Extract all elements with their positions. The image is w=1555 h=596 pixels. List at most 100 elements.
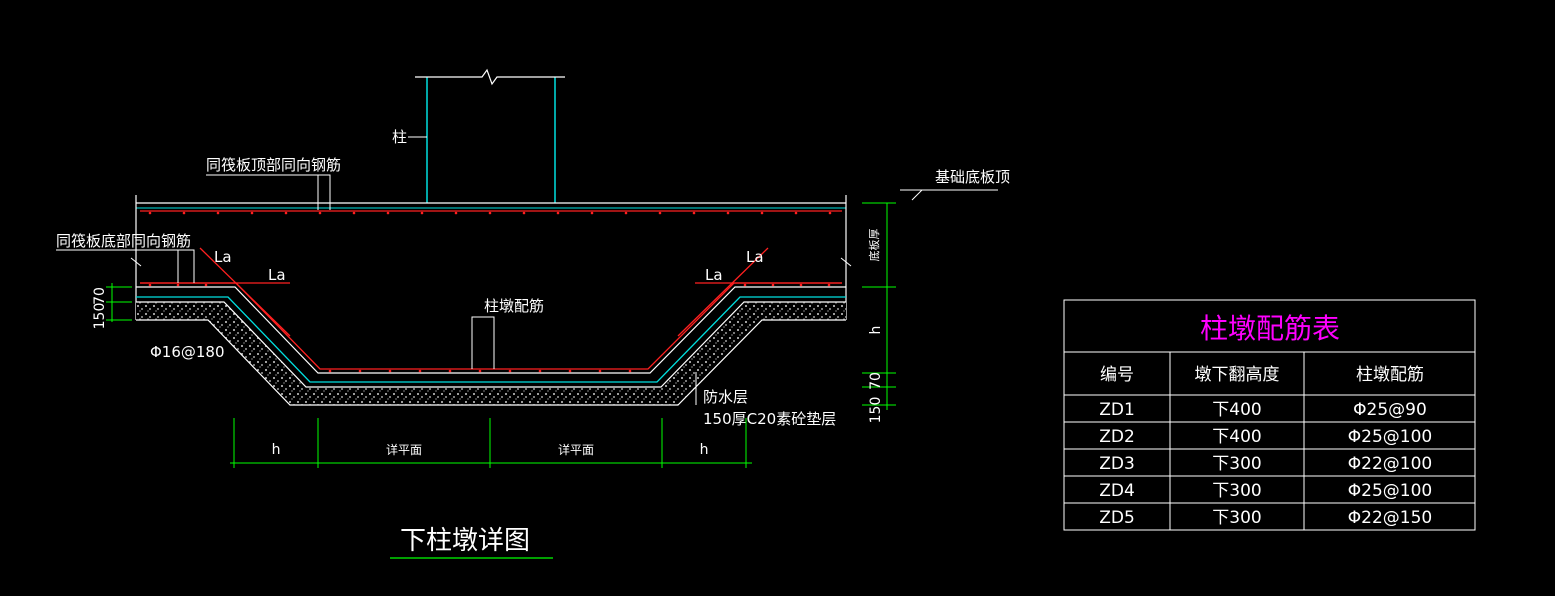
rebar-dot: [148, 283, 152, 287]
rebar-dot: [182, 211, 186, 215]
top-rebar-label: 同筏板顶部同向钢筋: [206, 156, 341, 174]
rebar-dot: [176, 283, 180, 287]
table-cell: 下300: [1212, 481, 1261, 501]
left-dimension: [106, 283, 132, 322]
table-cell: ZD4: [1099, 481, 1135, 501]
rebar-dot: [250, 211, 254, 215]
rebar-dot: [508, 369, 512, 373]
la-right-2: La: [746, 248, 764, 266]
table-cell: ZD2: [1099, 427, 1135, 447]
table-row: ZD5 下300 Φ22@150: [1099, 508, 1432, 528]
rebar-dot: [388, 369, 392, 373]
pit-outline-bottom: [136, 319, 846, 406]
rebar-dot: [420, 211, 424, 215]
la-right-1: La: [705, 266, 723, 284]
slab-outline: [130, 195, 852, 320]
pit-slab-bottom: [136, 286, 846, 374]
table-row: ZD1 下400 Φ25@90: [1099, 400, 1427, 420]
table-cell: 下300: [1212, 508, 1261, 528]
rebar-dot: [726, 211, 730, 215]
table-cell: Φ25@90: [1353, 400, 1427, 420]
rebar-dot: [556, 211, 560, 215]
rebar-dot: [760, 211, 764, 215]
rebar-dot: [568, 369, 572, 373]
rebar-dot: [204, 283, 208, 287]
table-cell: Φ25@100: [1348, 481, 1432, 501]
rebar-dot: [538, 369, 542, 373]
la-left-2: La: [268, 266, 286, 284]
rebar-table-grid: [1063, 299, 1476, 531]
rebar-dot: [799, 283, 803, 287]
waterproof-line: [136, 296, 846, 383]
rebar-dot: [418, 369, 422, 373]
table-header-id: 编号: [1100, 365, 1134, 385]
pier-rebar-label: 柱墩配筋: [484, 297, 544, 315]
la-rebar-right: [677, 247, 769, 337]
column: [408, 68, 565, 203]
bottom-dim-h-right: h: [700, 442, 709, 458]
right-dimension: [862, 202, 896, 410]
rebar-dot: [318, 211, 322, 215]
table-cell: ZD5: [1099, 508, 1135, 528]
table-cell: 下300: [1212, 454, 1261, 474]
rebar-dot: [386, 211, 390, 215]
rebar-dot: [358, 369, 362, 373]
rebar-dot: [828, 211, 832, 215]
rebar-dot: [522, 211, 526, 215]
rebar-dot: [692, 211, 696, 215]
bottom-rebar-label: 同筏板底部同向钢筋: [56, 232, 191, 250]
rebar-dot: [827, 283, 831, 287]
column-label: 柱: [392, 128, 407, 146]
table-row: ZD2 下400 Φ25@100: [1099, 427, 1432, 447]
table-header-rebar: 柱墩配筋: [1356, 365, 1424, 385]
rebar-dot: [624, 211, 628, 215]
table-header-height: 墩下翻高度: [1195, 365, 1280, 385]
rebar-dot: [352, 211, 356, 215]
table-cell: Φ22@100: [1348, 454, 1432, 474]
rebar-dot: [454, 211, 458, 215]
table-row: ZD4 下300 Φ25@100: [1099, 481, 1432, 501]
rebar-dot: [478, 369, 482, 373]
pit-outline-top: [136, 301, 846, 388]
drawing-title: 下柱墩详图: [400, 526, 530, 556]
cushion-label: 150厚C20素砼垫层: [703, 410, 836, 428]
table-cell: Φ25@100: [1348, 427, 1432, 447]
bottom-dim-detail-1: 详平面: [386, 442, 422, 457]
rebar-dot: [284, 211, 288, 215]
bottom-dim-detail-2: 详平面: [558, 442, 594, 457]
rebar-dot: [598, 369, 602, 373]
table-cell: 下400: [1212, 400, 1261, 420]
right-dim-70: 70: [868, 372, 884, 390]
rebar-dot: [148, 211, 152, 215]
la-left-1: La: [214, 248, 232, 266]
phi-rebar-label: Φ16@180: [150, 343, 225, 361]
table-title: 柱墩配筋表: [1200, 312, 1340, 345]
rebar-dot: [794, 211, 798, 215]
rebar-dot: [658, 211, 662, 215]
table-cell: ZD1: [1099, 400, 1135, 420]
waterproof-label: 防水层: [703, 388, 748, 406]
table-row: ZD3 下300 Φ22@100: [1099, 454, 1432, 474]
bottom-rebar-dots: [148, 283, 831, 373]
left-dim-150: 150: [92, 303, 108, 330]
table-cell: Φ22@150: [1348, 508, 1432, 528]
rebar-dot: [216, 211, 220, 215]
rebar-dot: [628, 369, 632, 373]
rebar-dot: [488, 211, 492, 215]
table-cell: 下400: [1212, 427, 1261, 447]
table-cell: ZD3: [1099, 454, 1135, 474]
table-header-row: 编号 墩下翻高度 柱墩配筋: [1100, 365, 1424, 385]
rebar-dot: [590, 211, 594, 215]
right-dim-h: h: [868, 326, 884, 335]
rebar-dot: [743, 283, 747, 287]
foundation-top-label: 基础底板顶: [935, 168, 1010, 186]
rebar-dot: [771, 283, 775, 287]
leader-lines: [56, 174, 924, 405]
left-dim-70: 70: [92, 287, 108, 305]
slab-thickness-label: 底板厚: [867, 229, 881, 262]
top-rebar-dots: [148, 211, 832, 215]
right-dim-150: 150: [868, 397, 884, 424]
bottom-dim-h-left: h: [272, 442, 281, 458]
la-rebar-left: [199, 247, 291, 337]
